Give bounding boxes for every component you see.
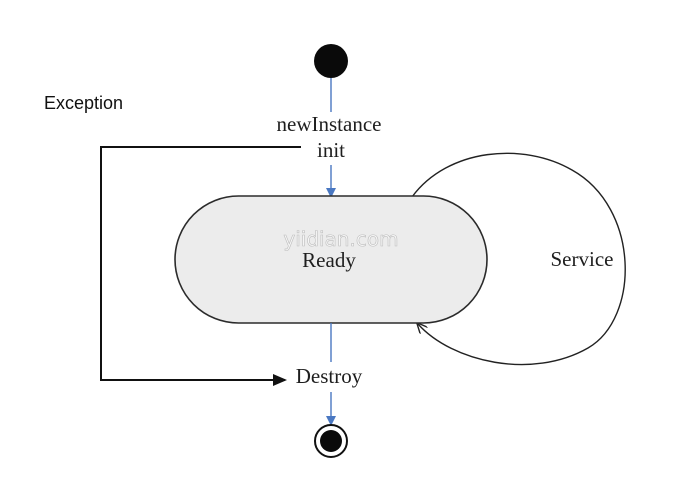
service-label: Service xyxy=(551,247,614,271)
start-node-icon xyxy=(314,44,348,78)
service-loop xyxy=(411,152,626,366)
ready-state-label: Ready xyxy=(302,248,356,272)
init-label: init xyxy=(317,138,345,162)
exception-label: Exception xyxy=(44,93,123,113)
watermark-text: yiidian.com xyxy=(283,227,398,251)
destroy-label: Destroy xyxy=(296,364,363,388)
new-instance-label: newInstance xyxy=(277,112,382,136)
exception-path xyxy=(100,146,301,386)
end-node-icon xyxy=(314,424,348,458)
